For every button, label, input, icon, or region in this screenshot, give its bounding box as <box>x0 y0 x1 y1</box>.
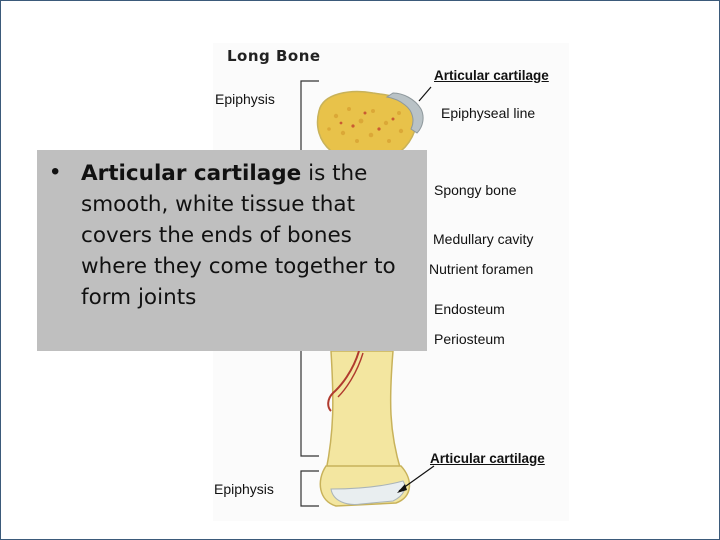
label-epiphyseal-line: Epiphyseal line <box>441 105 536 121</box>
pointer-articular-top <box>418 86 432 102</box>
definition-callout: • Articular cartilage is the smooth, whi… <box>37 150 427 351</box>
epiphysis-bottom-bracket <box>300 470 319 507</box>
definition-text: Articular cartilage is the smooth, white… <box>81 158 415 313</box>
spongy-bone-texture <box>327 107 404 143</box>
definition-body: is the smooth, white tissue that covers … <box>81 161 396 310</box>
label-epiphysis-bottom: Epiphysis <box>214 481 274 497</box>
label-articular-cartilage-top: Articular cartilage <box>434 68 549 83</box>
label-periosteum: Periosteum <box>434 331 505 347</box>
figure-title: Long Bone <box>227 47 321 65</box>
epiphysis-top-bracket <box>300 80 319 151</box>
label-articular-cartilage-bottom: Articular cartilage <box>430 451 545 466</box>
diaphysis-bracket <box>300 351 319 457</box>
nutrient-vessel-2 <box>337 352 364 398</box>
label-epiphysis-top: Epiphysis <box>215 91 275 107</box>
label-nutrient-foramen: Nutrient foramen <box>429 261 534 277</box>
bullet-marker: • <box>51 158 60 185</box>
pointer-articular-bottom-arrowhead <box>397 484 407 493</box>
label-medullary-cavity: Medullary cavity <box>433 231 534 247</box>
definition-term: Articular cartilage <box>81 161 302 186</box>
articular-cartilage-bottom-shape <box>330 480 406 505</box>
nutrient-vessel <box>327 350 360 412</box>
bone-shaft <box>325 350 403 472</box>
spongy-bone-red-marrow <box>339 111 395 131</box>
articular-cartilage-top-shape <box>385 92 424 134</box>
label-endosteum: Endosteum <box>434 301 505 317</box>
label-spongy-bone: Spongy bone <box>434 182 517 198</box>
